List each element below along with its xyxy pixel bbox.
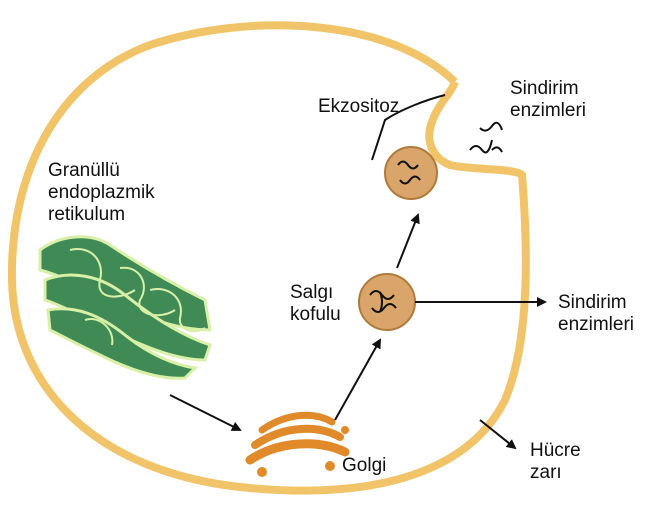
rer-label-line1: Granüllü <box>48 160 120 181</box>
membrane-label: Hücre zarı <box>530 440 581 484</box>
secretory-vesicle-line1: Salgı <box>290 282 334 303</box>
membrane-label-line2: zarı <box>530 462 562 483</box>
golgi-icon <box>245 411 350 477</box>
enzymes-top-line2: enzimleri <box>510 100 587 121</box>
rer-label: Granüllü endoplazmik retikulum <box>48 160 155 226</box>
secretory-vesicle-line2: kofulu <box>290 304 341 325</box>
enzymes-top-label: Sindirim enzimleri <box>510 78 586 122</box>
arrow-golgi-to-vesicle <box>334 338 381 421</box>
enzymes-top-line1: Sindirim <box>510 78 579 99</box>
golgi-label: Golgi <box>342 455 387 476</box>
arrow-er-to-golgi <box>169 394 242 431</box>
rough-er-icon <box>38 235 212 380</box>
exocytosis-bracket <box>371 94 446 161</box>
exocytosis-vesicle-icon <box>384 146 438 200</box>
membrane-label-line1: Hücre <box>530 440 581 461</box>
released-enzymes-icon <box>469 121 503 154</box>
arrow-vesicle-to-exocytosis <box>396 213 420 269</box>
rer-label-line3: retikulum <box>48 204 126 225</box>
exocytosis-label: Ekzositoz <box>318 96 400 117</box>
arrow-membrane-label <box>479 419 517 450</box>
secretory-vesicle-icon <box>358 273 416 331</box>
enzymes-right-label: Sindirim enzimleri <box>558 292 634 336</box>
rer-label-line2: endoplazmik <box>48 182 155 203</box>
secretory-vesicle-label: Salgı kofulu <box>290 282 341 326</box>
enzymes-right-line1: Sindirim <box>558 292 627 313</box>
enzymes-right-line2: enzimleri <box>558 314 635 335</box>
cell-membrane <box>7 21 530 495</box>
